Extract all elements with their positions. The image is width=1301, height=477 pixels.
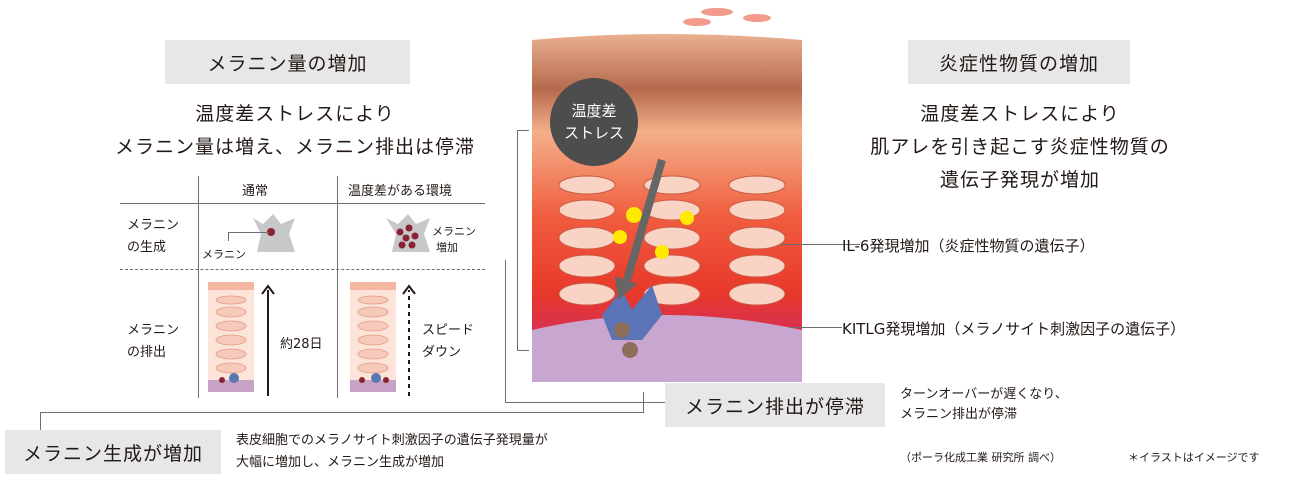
skin-cross-section-illustration <box>532 8 802 382</box>
speed-down-label: スピード ダウン <box>422 323 475 360</box>
skin-layers-normal <box>208 282 254 392</box>
table-row-dashed-line <box>120 269 485 271</box>
col-header-normal: 通常 <box>242 184 269 199</box>
stress-label: 温度差 ストレス <box>563 102 624 142</box>
excretion-stagnation-box: メラニン排出が停滞 <box>665 383 885 427</box>
col-header-temperature: 温度差がある環境 <box>348 184 453 199</box>
melanocyte-increased-illustration <box>386 214 430 252</box>
inflammatory-increase-heading: 炎症性物質の増加 <box>908 40 1130 84</box>
production-connector-h <box>40 412 644 413</box>
right-desc-line2: 肌アレを引き起こす炎症性物質の <box>870 136 1170 158</box>
row-label-production: メラニン の生成 <box>127 218 180 255</box>
left-description: 温度差ストレスにより メラニン量は増え、メラニン排出は停滞 <box>90 98 500 164</box>
right-description: 温度差ストレスにより 肌アレを引き起こす炎症性物質の 遺伝子発現が増加 <box>840 98 1200 197</box>
right-desc-line1: 温度差ストレスにより <box>920 103 1120 125</box>
left-bracket-top <box>517 130 529 131</box>
left-desc-line1: 温度差ストレスにより <box>195 103 395 125</box>
excretion-description: ターンオーバーが遅くなり、 メラニン排出が停滞 <box>900 387 1068 422</box>
source-note: （ポーラ化成工業 研究所 調べ） <box>900 451 1061 464</box>
melanocyte-normal-illustration <box>253 214 295 252</box>
production-increase-box: メラニン生成が増加 <box>5 430 221 474</box>
dashed-up-arrow <box>402 284 416 396</box>
melanin-increase-label: メラニン 増加 <box>432 225 476 254</box>
melanin-label: メラニン <box>202 248 246 261</box>
kitlg-label: KITLG発現増加（メラノサイト刺激因子の遺伝子） <box>842 320 1186 338</box>
production-connector <box>643 392 644 412</box>
il6-callout-line <box>780 244 860 245</box>
row-label-excretion: メラニン の排出 <box>127 323 180 360</box>
table-divider-2 <box>337 176 338 398</box>
excretion-connector <box>505 260 506 402</box>
left-bracket-bottom <box>517 350 529 351</box>
excretion-connector-h <box>505 402 665 403</box>
production-description: 表皮細胞でのメラノサイト刺激因子の遺伝子発現量が 大幅に増加し、メラニン生成が増… <box>236 433 548 470</box>
left-bracket-upper <box>517 130 518 350</box>
production-connector-left <box>40 412 41 430</box>
illustration-note: ＊イラストはイメージです <box>1128 451 1260 464</box>
table-divider-1 <box>198 176 199 398</box>
kitlg-callout-line <box>790 327 842 328</box>
melanin-increase-heading: メラニン量の増加 <box>165 40 410 84</box>
il6-label: IL-6発現増加（炎症性物質の遺伝子） <box>842 237 1095 255</box>
solid-up-arrow <box>261 284 275 396</box>
left-desc-line2: メラニン量は増え、メラニン排出は停滞 <box>114 136 475 158</box>
right-desc-line3: 遺伝子発現が増加 <box>939 169 1100 191</box>
days-label: 約28日 <box>280 337 323 352</box>
skin-layers-temperature <box>350 282 396 392</box>
table-header-line <box>120 203 485 204</box>
melanin-pointer-line <box>228 232 269 241</box>
